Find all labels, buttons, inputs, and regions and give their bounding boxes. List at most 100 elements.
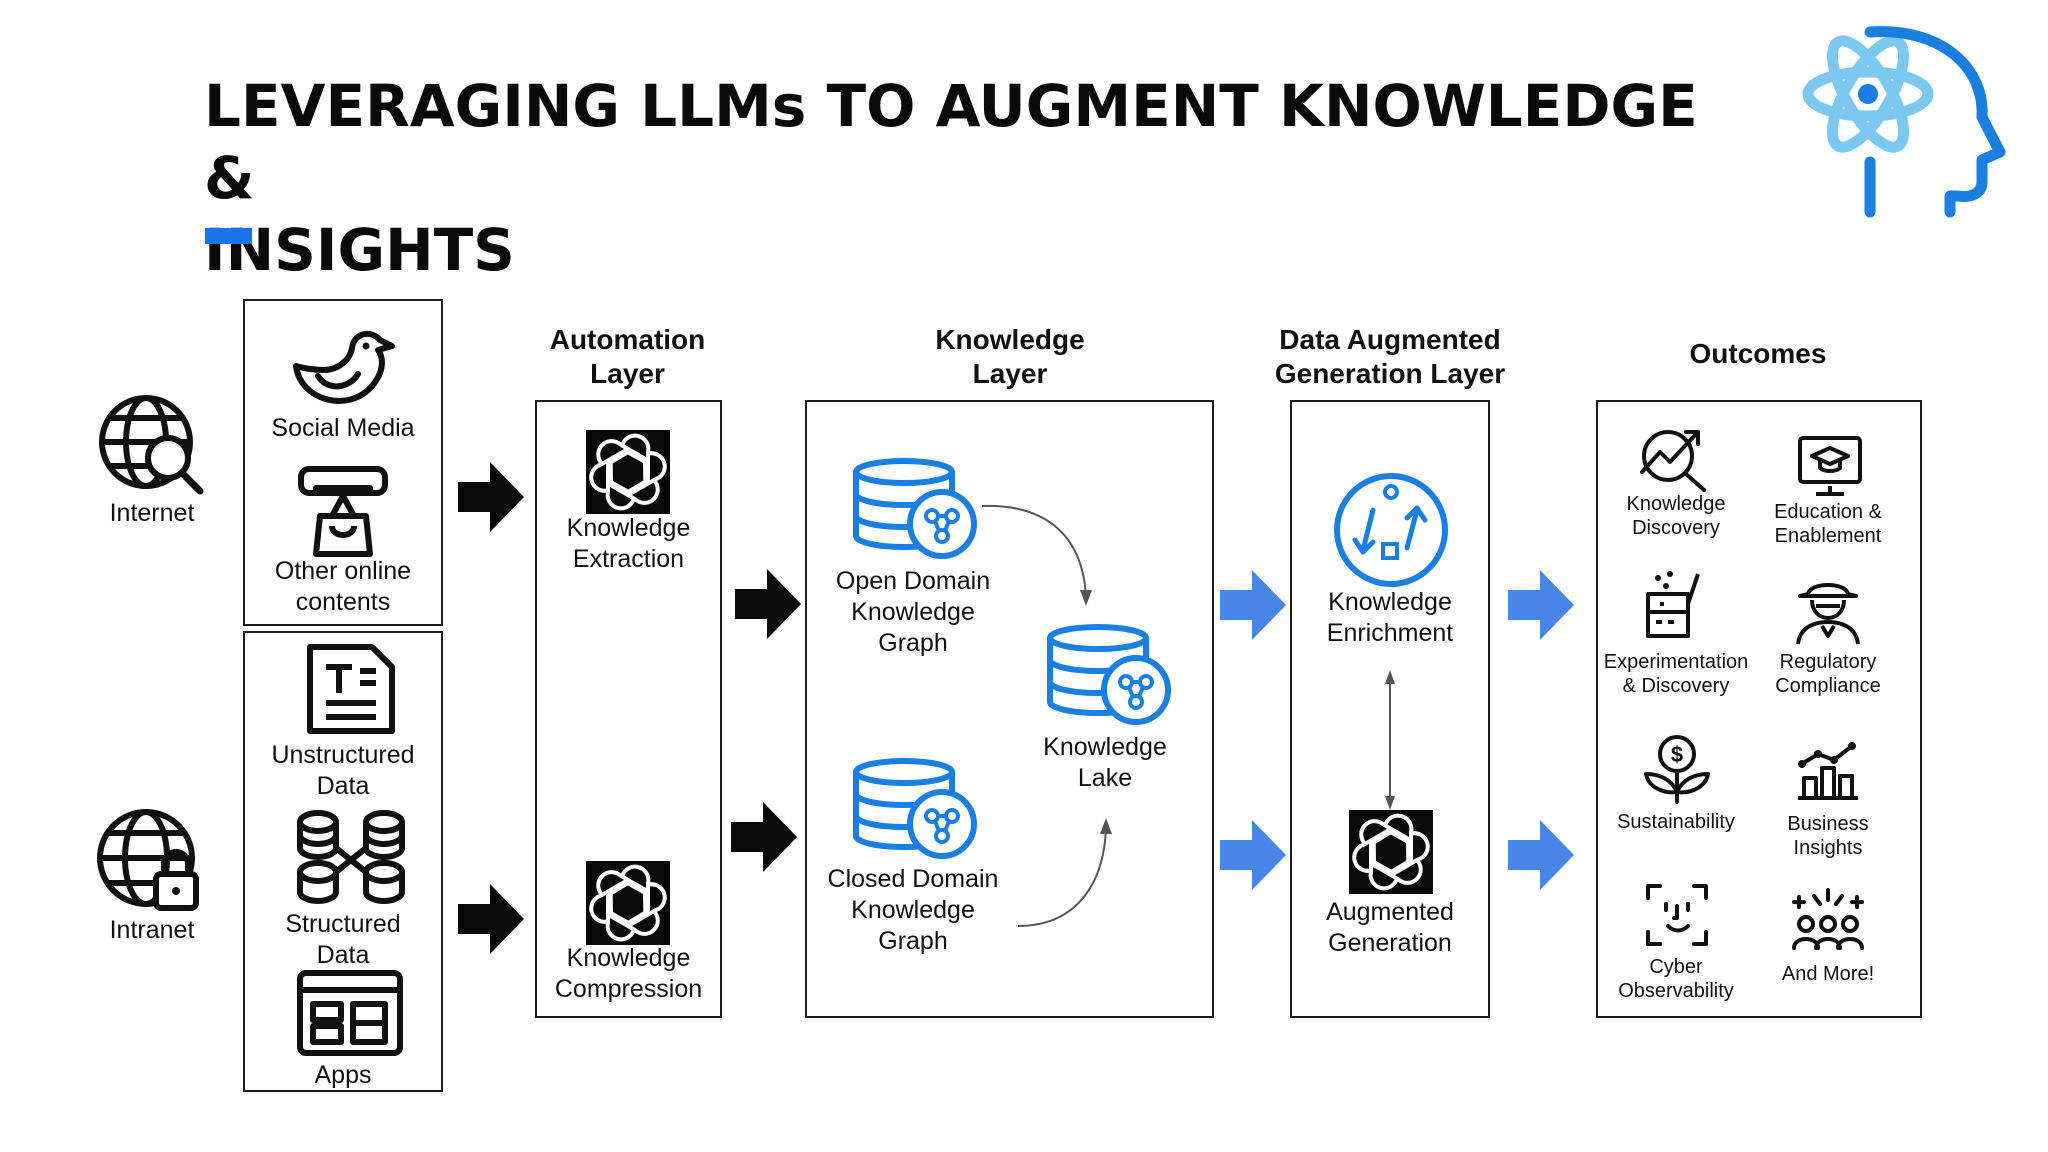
arrow-internet-to-automation — [458, 462, 524, 532]
document-icon — [307, 644, 395, 734]
curve-open-to-lake — [981, 504, 1092, 606]
other-online-label-2: contents — [295, 588, 391, 616]
openai-logo-icon — [586, 861, 670, 945]
extraction-line-2: Extraction — [572, 545, 685, 573]
arrow-knowledge-to-enrichment — [1220, 570, 1286, 640]
knowledge-lake-label: Knowledge Lake — [1010, 732, 1200, 794]
outcome-cyber: Cyber Observability — [1600, 955, 1752, 1003]
openai-logo-icon — [1349, 810, 1433, 894]
lake-line-2: Lake — [1077, 764, 1133, 792]
social-media-label: Social Media — [271, 414, 415, 442]
outcome-business-insights: Business Insights — [1752, 812, 1904, 860]
kd-line-2: Discovery — [1632, 517, 1720, 539]
openai-logo-icon — [586, 430, 670, 514]
compression-line-2: Compression — [554, 975, 703, 1003]
arrow-extraction-to-knowledge — [735, 569, 801, 639]
internet-sources-box — [243, 299, 443, 626]
bi-line-1: Business — [1787, 813, 1869, 835]
closed-domain-line-1: Closed Domain — [827, 865, 999, 893]
cyber-line-2: Observability — [1618, 980, 1734, 1002]
more-line-1: And More! — [1781, 963, 1875, 985]
structured-label-1: Structured — [285, 910, 401, 938]
reg-line-1: Regulatory — [1779, 651, 1877, 673]
atom-head-logo-icon — [1802, 26, 2006, 218]
bidirectional-connector — [1385, 670, 1395, 810]
knowledge-extraction-label: Knowledge Extraction — [537, 513, 720, 575]
source-intranet-label: Intranet — [109, 916, 195, 944]
augmented-generation-label: Augmented Generation — [1292, 897, 1488, 959]
compression-line-1: Knowledge — [566, 944, 691, 972]
unstructured-label-1: Unstructured — [271, 741, 415, 769]
closed-domain-line-2: Knowledge — [851, 896, 975, 924]
source-item-unstructured: Unstructured Data — [245, 740, 441, 802]
bird-icon — [293, 330, 395, 404]
curve-closed-to-lake — [1017, 818, 1112, 927]
open-domain-line-2: Knowledge — [851, 598, 975, 626]
bi-line-2: Insights — [1793, 837, 1863, 859]
dag-header-line-2: Generation Layer — [1274, 358, 1506, 389]
outcome-sustainability: Sustainability — [1600, 810, 1752, 834]
other-online-label-1: Other online — [274, 557, 412, 585]
arrow-knowledge-to-augmented — [1220, 820, 1286, 890]
svg-text:$: $ — [1671, 742, 1683, 767]
closed-domain-database-icon — [853, 758, 977, 859]
reg-line-2: Compliance — [1775, 675, 1881, 697]
app-window-icon — [297, 970, 403, 1056]
extraction-line-1: Knowledge — [566, 514, 691, 542]
source-internet-label: Internet — [109, 499, 195, 527]
face-scan-icon — [1646, 884, 1708, 946]
cyber-line-1: Cyber — [1649, 956, 1703, 978]
open-domain-database-icon — [853, 458, 977, 559]
edu-line-1: Education & — [1774, 501, 1882, 523]
globe-lock-icon — [97, 809, 199, 911]
apps-label: Apps — [314, 1061, 372, 1089]
open-domain-line-3: Graph — [878, 629, 948, 657]
dollar-plant-icon: $ — [1644, 735, 1710, 804]
exp-line-1: Experimentation — [1603, 651, 1749, 673]
enrichment-cycle-icon — [1334, 473, 1448, 587]
bar-chart-icon — [1798, 742, 1858, 800]
source-item-social-media: Social Media — [245, 413, 441, 444]
automation-header-line-2: Layer — [590, 358, 665, 389]
title-accent-bar — [205, 228, 252, 244]
globe-search-icon — [99, 395, 204, 495]
arrow-compression-to-knowledge — [731, 802, 797, 872]
arrow-augmented-to-outcomes — [1508, 820, 1574, 890]
dag-layer-header: Data Augmented Generation Layer — [1260, 323, 1520, 391]
outcome-education: Education & Enablement — [1752, 500, 1904, 548]
outcome-regulatory: Regulatory Compliance — [1752, 650, 1904, 698]
open-domain-line-1: Open Domain — [835, 567, 991, 595]
automation-layer-header: Automation Layer — [515, 323, 740, 391]
knowledge-enrichment-label: Knowledge Enrichment — [1292, 587, 1488, 649]
lake-line-1: Knowledge — [1043, 733, 1167, 761]
source-item-structured: Structured Data — [245, 909, 441, 971]
arrow-intranet-to-automation — [458, 884, 524, 954]
knowledge-header-line-1: Knowledge — [935, 324, 1085, 355]
augmented-line-1: Augmented — [1326, 898, 1454, 926]
source-item-other-online: Other online contents — [245, 556, 441, 618]
source-item-apps: Apps — [245, 1060, 441, 1091]
knowledge-layer-header: Knowledge Layer — [880, 323, 1140, 391]
inspector-icon — [1796, 583, 1860, 645]
database-network-icon — [297, 810, 405, 904]
structured-label-2: Data — [316, 941, 370, 969]
arrow-enrichment-to-outcomes — [1508, 570, 1574, 640]
outcomes-box — [1596, 400, 1922, 1018]
outcome-experimentation: Experimentation & Discovery — [1596, 650, 1756, 698]
augmented-line-2: Generation — [1328, 929, 1452, 957]
closed-domain-kg-label: Closed Domain Knowledge Graph — [808, 864, 1018, 957]
beaker-icon — [1646, 571, 1700, 638]
exp-line-2: & Discovery — [1622, 675, 1730, 697]
outcomes-header: Outcomes — [1689, 338, 1827, 369]
closed-domain-line-3: Graph — [878, 927, 948, 955]
page-title-line-1: LEVERAGING LLMs TO AUGMENT KNOWLEDGE & — [204, 72, 1698, 212]
knowledge-header-line-2: Layer — [972, 358, 1048, 389]
trend-magnifier-icon — [1640, 430, 1706, 492]
enrichment-line-1: Knowledge — [1328, 588, 1452, 616]
page-title-line-2: INSIGHTS — [204, 216, 515, 284]
enrichment-line-2: Enrichment — [1326, 619, 1454, 647]
edu-line-2: Enablement — [1774, 525, 1882, 547]
online-shopping-icon — [298, 466, 388, 557]
outcome-and-more: And More! — [1752, 962, 1904, 986]
graduation-monitor-icon — [1798, 436, 1862, 496]
